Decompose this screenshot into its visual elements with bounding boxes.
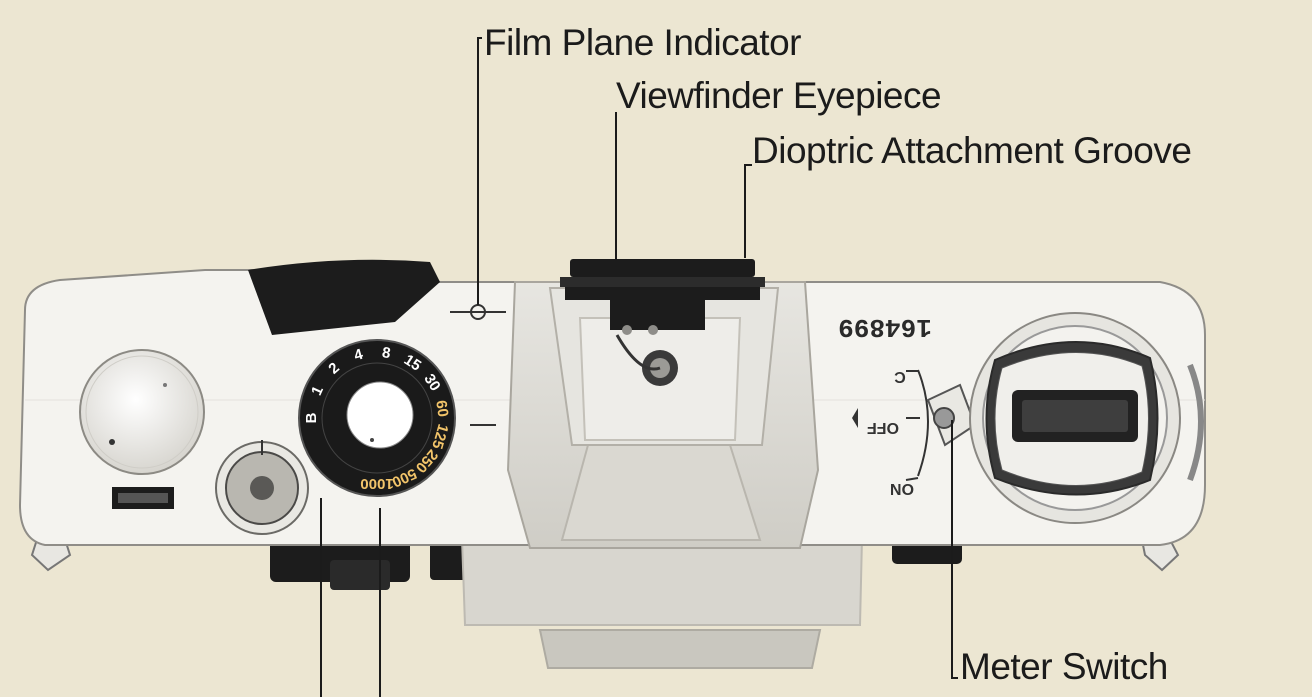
meter-switch-scale: C OFF ON bbox=[852, 368, 929, 497]
asa-dial bbox=[215, 440, 309, 535]
meter-switch-label: Meter Switch bbox=[960, 646, 1168, 687]
leader-meter-switch bbox=[951, 420, 958, 679]
shutter-speed-B: B bbox=[303, 412, 320, 423]
shutter-speed-125: 125 bbox=[428, 422, 451, 451]
shutter-speed-15: 15 bbox=[401, 351, 424, 374]
rewind-crank-assembly bbox=[969, 312, 1204, 524]
lower-body-parts bbox=[270, 537, 962, 669]
shutter-speed-8: 8 bbox=[381, 344, 392, 362]
dioptric-attachment-groove-label: Dioptric Attachment Groove bbox=[752, 130, 1192, 171]
switch-off-label: OFF bbox=[867, 419, 899, 436]
rewind-knob bbox=[79, 349, 205, 475]
frame-counter-plate bbox=[112, 487, 174, 509]
serial-number: 164899 bbox=[838, 312, 932, 342]
switch-c-label: C bbox=[894, 368, 906, 385]
shutter-speed-30: 30 bbox=[420, 371, 443, 394]
film-plane-indicator-label: Film Plane Indicator bbox=[484, 22, 801, 63]
switch-on-label: ON bbox=[890, 480, 914, 497]
leader-dioptric bbox=[744, 164, 752, 258]
shutter-speed-1000: 1000 bbox=[360, 475, 393, 492]
pentaprism-housing bbox=[506, 259, 820, 549]
shutter-speed-60: 60 bbox=[432, 399, 451, 418]
viewfinder-eyepiece-label: Viewfinder Eyepiece bbox=[616, 75, 942, 116]
leader-film-plane bbox=[477, 37, 482, 305]
leatherette-wedge bbox=[248, 259, 440, 335]
